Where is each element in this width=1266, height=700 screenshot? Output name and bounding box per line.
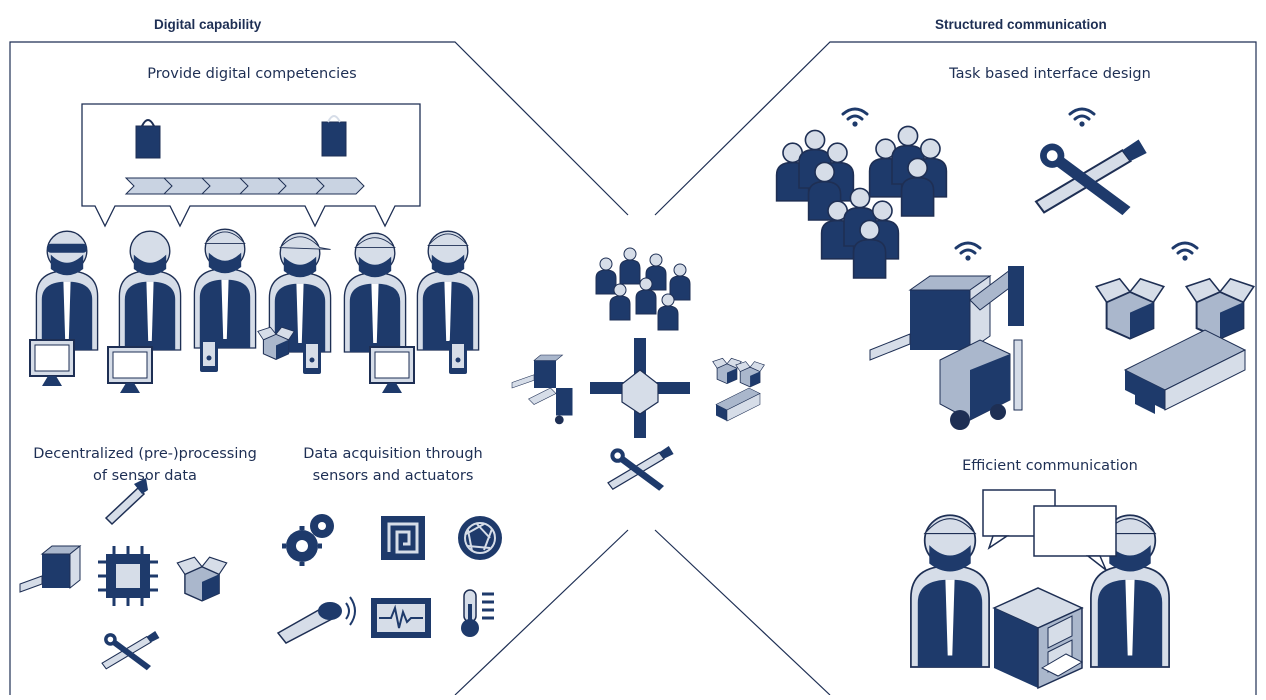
phone-icon	[449, 340, 467, 374]
tools-icon	[101, 630, 160, 671]
shopping-bag-icon	[321, 115, 347, 157]
wifi-icon	[1068, 107, 1096, 129]
worker-figure	[193, 228, 257, 349]
panel-frame-lines	[9, 41, 1257, 696]
decentralized-processing-label-line1: Decentralized (pre-)processing	[33, 446, 257, 462]
people-group-icon	[820, 187, 900, 279]
worker-figure	[118, 230, 182, 351]
left-panel-header: Digital capability	[154, 17, 262, 32]
wrench-icon	[104, 478, 148, 526]
communication-cluster	[910, 489, 1170, 690]
rfid-icon	[381, 516, 425, 560]
interface-design-cluster	[775, 107, 1255, 430]
monitor-icon	[29, 339, 75, 387]
worker-group	[29, 228, 480, 394]
gears-icon	[282, 514, 334, 566]
central-hub	[511, 247, 765, 492]
thermometer-icon	[461, 589, 494, 637]
phone-icon	[200, 338, 218, 372]
box-icon	[176, 556, 228, 602]
tools-icon	[607, 445, 675, 492]
monitor-icon	[107, 346, 153, 394]
worker-figure	[343, 232, 407, 353]
shopping-bag-icon	[135, 119, 161, 159]
aperture-icon	[458, 516, 502, 560]
sensor-icon-grid	[276, 514, 502, 644]
people-group-icon	[595, 247, 691, 331]
factory-machine-icon	[869, 266, 1024, 430]
boxes-icon	[712, 357, 765, 422]
boxes-icon	[1095, 277, 1255, 414]
provide-competencies-label: Provide digital competencies	[147, 66, 357, 82]
speech-bubble-icon	[1033, 505, 1117, 571]
right-panel-header: Structured communication	[935, 17, 1107, 32]
wifi-icon	[841, 107, 869, 129]
file-cabinet-icon	[992, 587, 1084, 690]
data-acquisition-label-line1: Data acquisition through	[303, 446, 483, 462]
process-chevron-chain	[124, 177, 365, 195]
factory-machine-icon	[511, 354, 573, 425]
waveform-monitor-icon	[371, 598, 431, 638]
monitor-icon	[369, 346, 415, 394]
processing-icon-cluster	[19, 478, 228, 671]
wifi-icon	[954, 241, 982, 263]
phone-icon	[303, 340, 321, 374]
process-speech-bubble	[81, 103, 421, 228]
efficient-communication-label: Efficient communication	[962, 458, 1138, 474]
data-acquisition-label-line2: sensors and actuators	[312, 468, 474, 484]
machine-icon	[19, 544, 82, 593]
hub-cross-icon	[590, 338, 690, 438]
worker-figure	[35, 230, 99, 351]
decentralized-processing-label-line2: of sensor data	[93, 468, 197, 484]
tools-icon	[1034, 138, 1148, 217]
chip-icon	[98, 546, 158, 606]
task-based-interface-label: Task based interface design	[949, 66, 1151, 82]
worker-figure	[268, 232, 332, 353]
worker-figure	[416, 230, 480, 351]
sensor-probe-icon	[276, 596, 356, 644]
wifi-icon	[1171, 241, 1199, 263]
worker-figure	[910, 514, 990, 668]
